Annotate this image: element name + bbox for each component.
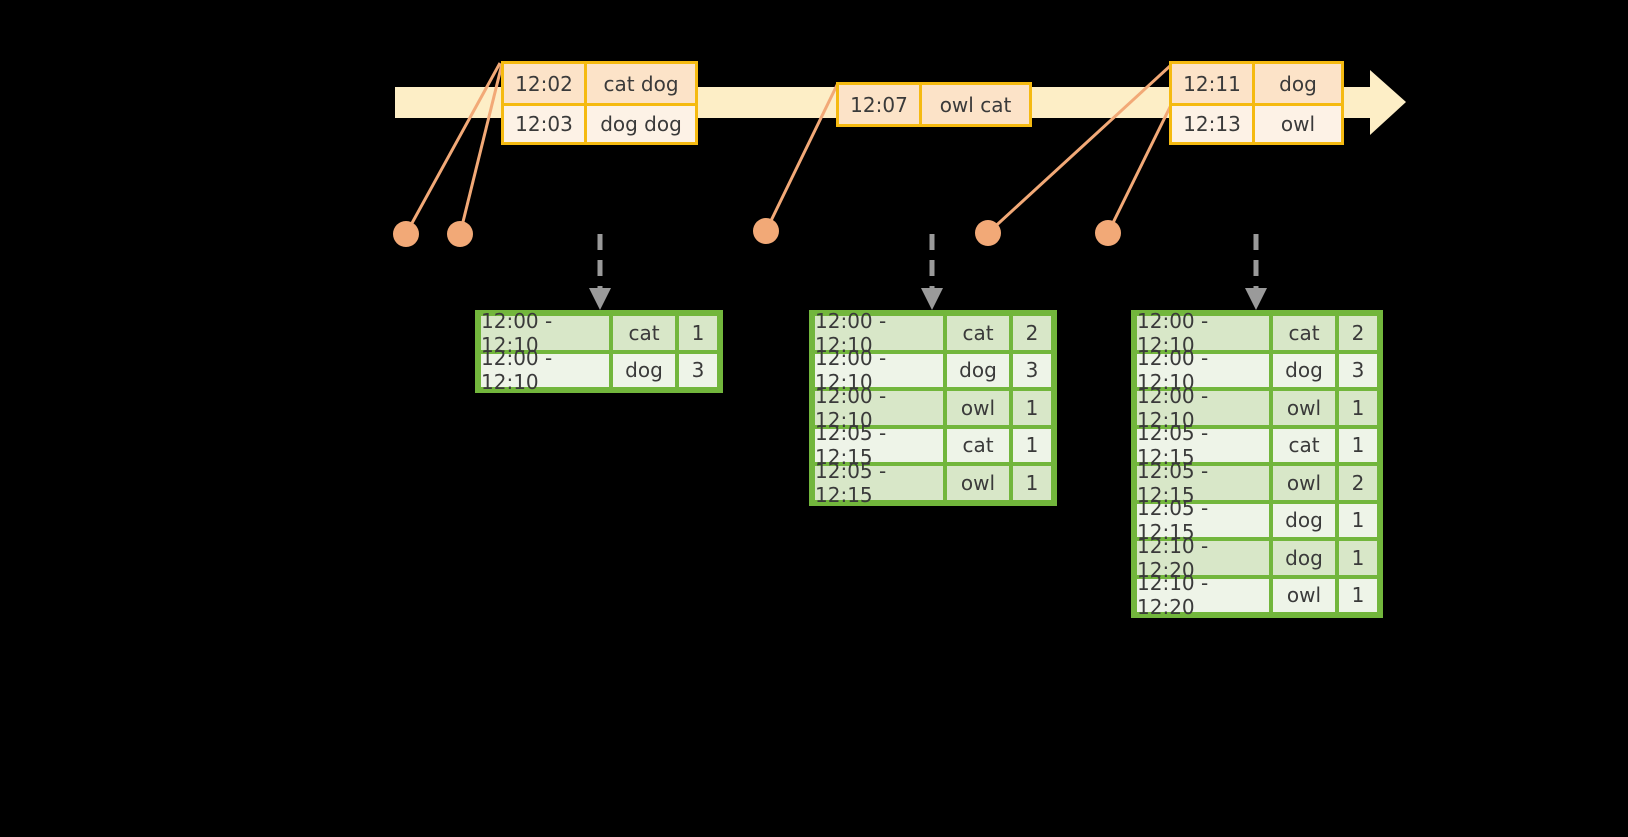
event-time: 12:13 — [1172, 106, 1255, 142]
event-value: owl cat — [939, 92, 1012, 117]
event-value: dog dog — [600, 112, 682, 136]
cell-window: 12:00 - 12:10 — [815, 384, 943, 432]
cell-window: 12:00 - 12:10 — [1137, 346, 1269, 394]
cell-key: cat — [947, 428, 1009, 462]
cell-key: owl — [947, 466, 1009, 500]
event-row[interactable]: 12:02 cat dog — [504, 64, 695, 103]
event-time: 12:07 — [839, 85, 922, 124]
cell-window: 12:00 - 12:10 — [815, 309, 943, 357]
cell-count: 1 — [1013, 466, 1051, 500]
marker-dot-2 — [447, 221, 473, 247]
event-value: owl — [1280, 112, 1316, 136]
cell-window: 12:00 - 12:10 — [481, 346, 609, 394]
cell-count: 2 — [1339, 466, 1377, 500]
event-group-3[interactable]: 12:11 dog 12:13 owl — [1169, 61, 1344, 145]
cell-window: 12:05 - 12:15 — [815, 459, 943, 507]
cell-key: dog — [613, 353, 675, 387]
marker-dot-4 — [975, 220, 1001, 246]
cell-key: dog — [1273, 541, 1335, 575]
cell-count: 1 — [1013, 391, 1051, 425]
cell-key: dog — [1273, 503, 1335, 537]
event-time: 12:03 — [504, 106, 587, 142]
cell-count: 2 — [1339, 316, 1377, 350]
event-value: cat dog — [603, 71, 679, 96]
event-time: 12:11 — [1172, 64, 1255, 103]
cell-count: 3 — [1339, 353, 1377, 387]
event-row[interactable]: 12:07 owl cat — [839, 85, 1029, 124]
flow-arrow-3 — [1245, 234, 1267, 310]
cell-key: owl — [1273, 466, 1335, 500]
marker-dot-1 — [393, 221, 419, 247]
flow-arrow-2 — [921, 234, 943, 310]
cell-count: 1 — [679, 316, 717, 350]
cell-key: dog — [1273, 353, 1335, 387]
flow-arrow-1 — [589, 234, 611, 310]
cell-key: cat — [613, 316, 675, 350]
cell-count: 1 — [1013, 428, 1051, 462]
cell-window: 12:05 - 12:15 — [815, 421, 943, 469]
cell-count: 1 — [1339, 503, 1377, 537]
cell-window: 12:00 - 12:10 — [1137, 309, 1269, 357]
cell-key: dog — [947, 353, 1009, 387]
cell-key: owl — [947, 391, 1009, 425]
cell-count: 3 — [1013, 353, 1051, 387]
cell-key: owl — [1273, 578, 1335, 612]
cell-count: 3 — [679, 353, 717, 387]
event-value: dog — [1279, 71, 1317, 96]
cell-window: 12:00 - 12:10 — [815, 346, 943, 394]
cell-key: cat — [1273, 316, 1335, 350]
marker-dot-5 — [1095, 220, 1121, 246]
cell-window: 12:05 - 12:15 — [1137, 459, 1269, 507]
event-group-1[interactable]: 12:02 cat dog 12:03 dog dog — [501, 61, 698, 145]
marker-dot-3 — [753, 218, 779, 244]
cell-key: cat — [947, 316, 1009, 350]
cell-count: 1 — [1339, 391, 1377, 425]
event-time: 12:02 — [504, 64, 587, 103]
event-row[interactable]: 12:03 dog dog — [504, 103, 695, 142]
cell-window: 12:10 - 12:20 — [1137, 534, 1269, 582]
cell-window: 12:00 - 12:10 — [481, 309, 609, 357]
event-row[interactable]: 12:13 owl — [1172, 103, 1341, 142]
event-group-2[interactable]: 12:07 owl cat — [836, 82, 1032, 127]
cell-window: 12:10 - 12:20 — [1137, 571, 1269, 619]
cell-count: 1 — [1339, 428, 1377, 462]
cell-window: 12:05 - 12:15 — [1137, 421, 1269, 469]
marker-dots — [393, 218, 1121, 247]
cell-count: 1 — [1339, 541, 1377, 575]
cell-window: 12:00 - 12:10 — [1137, 384, 1269, 432]
cell-key: owl — [1273, 391, 1335, 425]
cell-count: 1 — [1339, 578, 1377, 612]
cell-window: 12:05 - 12:15 — [1137, 496, 1269, 544]
flow-arrows — [589, 234, 1267, 310]
event-row[interactable]: 12:11 dog — [1172, 64, 1341, 103]
cell-key: cat — [1273, 428, 1335, 462]
cell-count: 2 — [1013, 316, 1051, 350]
